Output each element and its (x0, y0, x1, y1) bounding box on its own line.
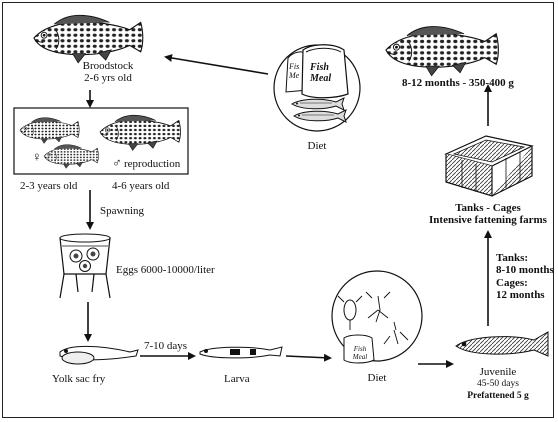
broodstock-grouper-icon (33, 14, 144, 64)
male-age: 4-6 years old (112, 180, 170, 192)
cage-icon (444, 135, 534, 197)
juvenile-weight: Prefattened 5 g (467, 391, 529, 401)
cages-subtitle: Intensive fattening farms (429, 214, 547, 226)
yolk-sac-label: Yolk sac fry (52, 373, 106, 385)
larva-label: Larva (224, 373, 250, 385)
diagram-frame (2, 2, 554, 418)
spawning-label: Spawning (100, 205, 144, 217)
female-age: 2-3 years old (20, 180, 78, 192)
arrow-diet-to-broodstock (164, 54, 269, 75)
market-grouper-icon (385, 26, 499, 77)
broodstock-title: Broodstock (82, 60, 134, 72)
arrow-larva-to-diet (285, 353, 332, 362)
diet-top-label: Diet (307, 140, 327, 152)
days-label: 7-10 days (144, 340, 188, 352)
cages-label: Cages: (496, 277, 528, 289)
eggs-label: Eggs 6000-10000/liter (116, 264, 215, 276)
diet-bottom-label: Diet (367, 372, 387, 384)
juvenile-label: Juvenile (479, 366, 517, 378)
yolk-sac-fry-icon (59, 345, 139, 365)
juvenile-days: 45-50 days (477, 379, 519, 389)
male-symbol: ♂ (112, 155, 122, 170)
sack-side-text: Fis Me (289, 62, 300, 80)
tanks-duration: 8-10 months (496, 264, 554, 276)
cages-title: Tanks - Cages (455, 202, 521, 214)
larva-icon (199, 346, 283, 359)
female-symbol: ♀ (32, 149, 42, 164)
plankton-icon (337, 291, 409, 345)
incubator-icon (59, 233, 111, 299)
juvenile-fish-icon (455, 331, 549, 357)
broodstock-age: 2-6 yrs old (84, 72, 132, 84)
tanks-label: Tanks: (496, 252, 529, 264)
fish-meal-sack-icon (285, 44, 349, 99)
market-size-label: 8-12 months - 350-400 g (402, 77, 514, 89)
fish-meal-bag-icon (343, 334, 375, 364)
cages-duration: 12 months (496, 289, 545, 301)
reproduction-label: reproduction (124, 158, 181, 170)
